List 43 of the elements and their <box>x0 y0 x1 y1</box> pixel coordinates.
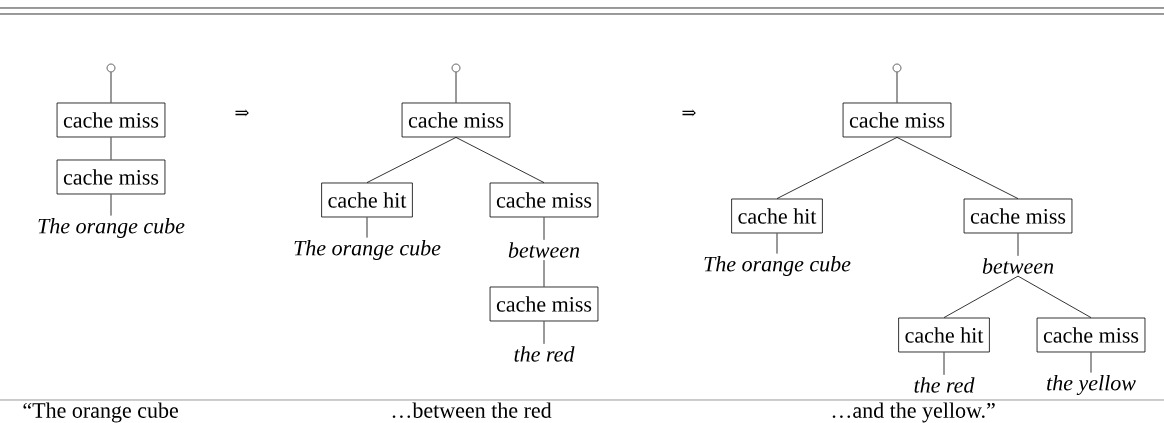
phrase-text: the red <box>914 377 975 393</box>
tree-branch <box>1017 275 1092 318</box>
cache-box: cache miss <box>489 286 599 322</box>
tree-branch <box>943 352 945 376</box>
tree-branch <box>1017 233 1019 257</box>
cache-box: cache miss <box>842 102 952 138</box>
phrase-text: between <box>982 258 1054 274</box>
implies-symbol: ⇒ <box>235 109 249 117</box>
cache-box: cache hit <box>321 182 413 218</box>
cache-box: cache miss <box>489 182 599 218</box>
cache-box: cache hit <box>898 317 990 353</box>
phrase-text: the yellow <box>1047 375 1136 395</box>
tree-branch <box>776 233 778 254</box>
cache-box: cache hit <box>731 198 823 234</box>
tree-branch <box>896 71 898 103</box>
tree-branch <box>776 137 898 199</box>
tree-branch <box>366 217 368 238</box>
tree-branch <box>1090 352 1092 373</box>
implies-symbol: ⇒ <box>682 109 696 117</box>
tree-branch <box>110 194 112 216</box>
cache-box: cache miss <box>401 102 511 138</box>
phrase-text: the red <box>514 346 575 362</box>
cache-box: cache miss <box>963 198 1073 234</box>
tree-branch <box>366 137 457 183</box>
tree-branch <box>455 71 457 103</box>
sentence-text: …and the yellow.” <box>832 402 995 423</box>
sentence-text: …between the red <box>392 402 552 418</box>
tree-branch <box>543 259 545 287</box>
tree-branch <box>543 217 545 241</box>
tree-branch <box>110 137 112 160</box>
cache-box: cache miss <box>56 159 166 195</box>
phrase-text: between <box>508 242 580 258</box>
tree-branch <box>896 137 1019 199</box>
phrase-text: The orange cube <box>294 240 441 260</box>
sentence-text: “The orange cube <box>23 402 178 423</box>
phrase-text: The orange cube <box>38 218 185 238</box>
cache-box: cache miss <box>1036 317 1146 353</box>
tree-branch <box>455 137 545 183</box>
cache-box: cache miss <box>56 102 166 138</box>
tree-branch <box>943 275 1019 318</box>
tree-branch <box>110 71 112 103</box>
phrase-text: The orange cube <box>704 256 851 276</box>
tree-branch <box>543 321 545 345</box>
